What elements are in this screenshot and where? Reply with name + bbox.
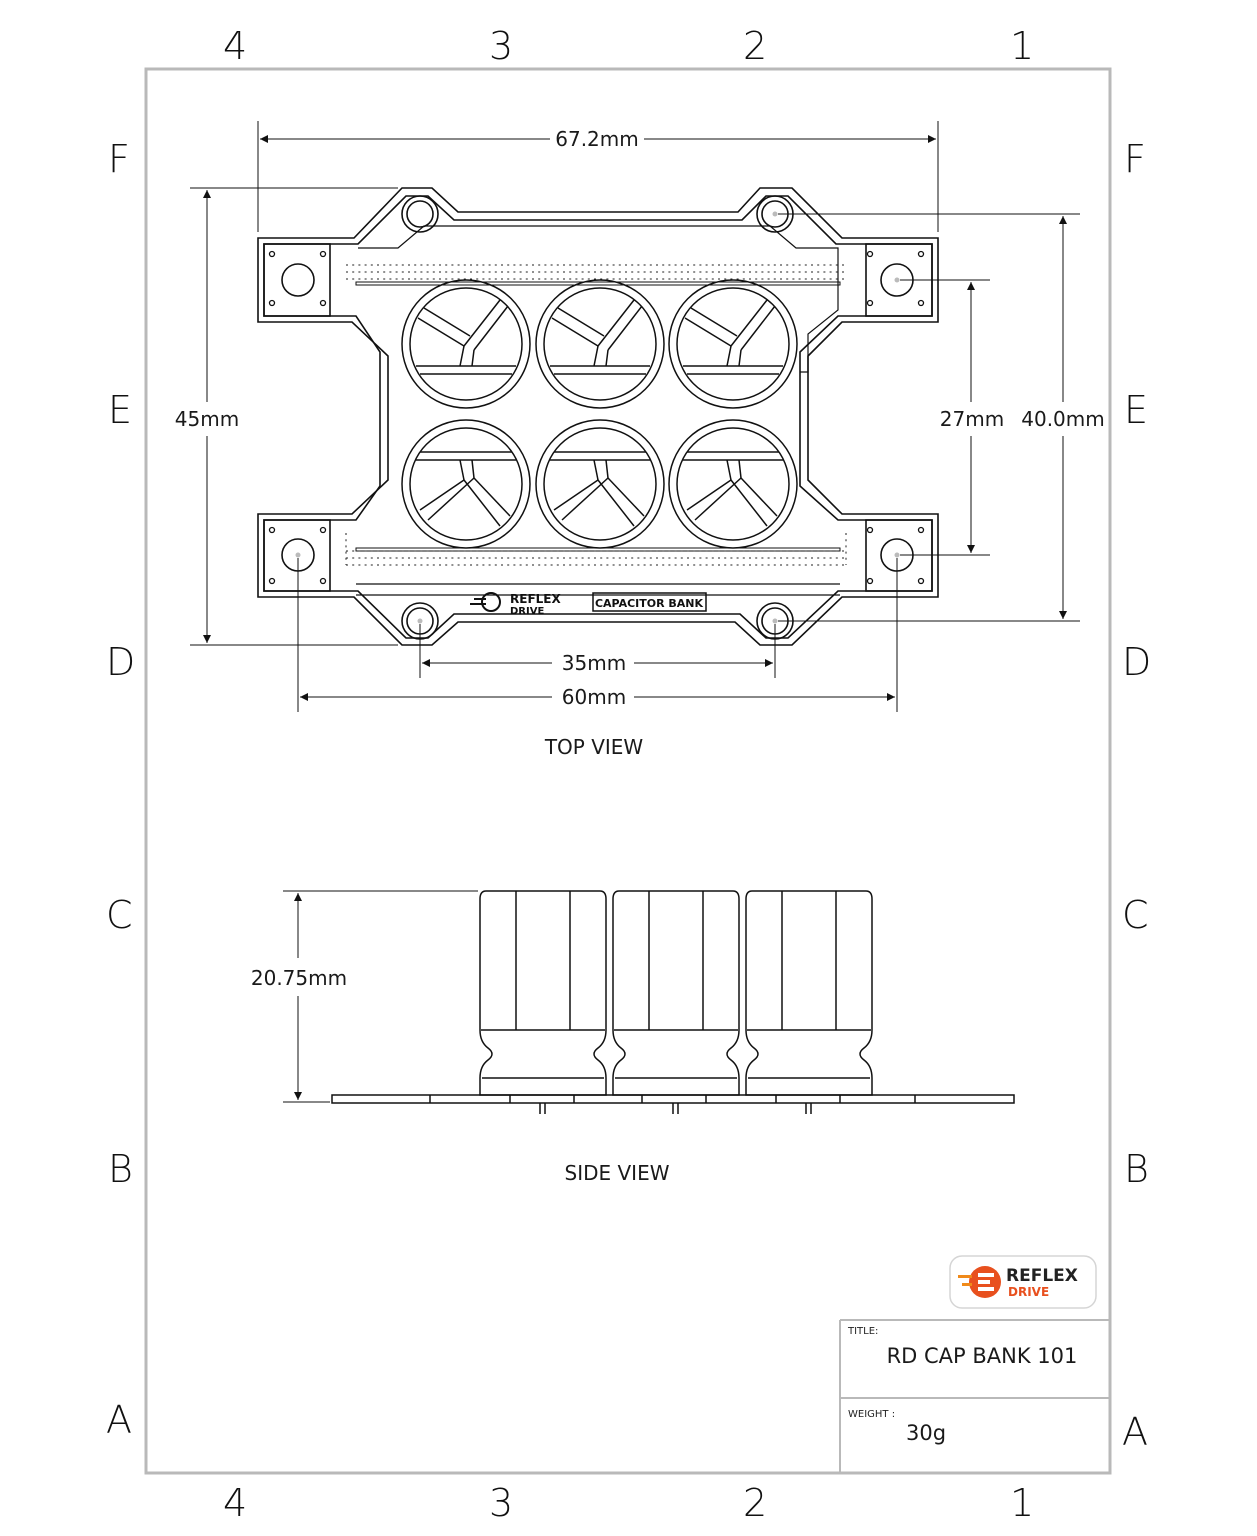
dim-overall-height	[190, 187, 398, 646]
dim-overall-height-label: 45mm	[175, 407, 239, 431]
side-view-assembly	[331, 1094, 1015, 1114]
top-view-label: TOP VIEW	[544, 735, 644, 759]
hole-centers	[295, 211, 900, 624]
title-label: TITLE:	[847, 1326, 878, 1337]
dim-inner-hole-spacing	[419, 624, 776, 678]
small-pads	[268, 250, 925, 585]
capacitor-top-2	[535, 279, 665, 409]
zone-row-a-left: A	[106, 1398, 132, 1442]
capacitor-top-1	[401, 279, 531, 409]
zone-col-2-top: 2	[743, 24, 768, 68]
zone-col-3-bottom: 3	[489, 1481, 514, 1525]
capacitor-top-5	[535, 419, 665, 549]
zone-col-1-bottom: 1	[1010, 1481, 1035, 1525]
zone-row-a-right: A	[1122, 1410, 1148, 1454]
capacitor-top-4	[401, 419, 531, 549]
dim-hole-row-height-label: 27mm	[940, 407, 1004, 431]
dim-overall-width-label: 67.2mm	[555, 127, 639, 151]
zone-row-d-right: D	[1122, 640, 1152, 684]
board-logo-line2: DRIVE	[510, 606, 544, 617]
dim-inner-hole-spacing-label: 35mm	[562, 651, 626, 675]
capacitor-tops	[401, 279, 798, 549]
mounting-holes	[281, 195, 914, 640]
dim-outer-hole-spacing-label: 60mm	[562, 685, 626, 709]
zone-col-2-bottom: 2	[743, 1481, 768, 1525]
zone-col-4-top: 4	[223, 24, 248, 68]
board-marking-text: CAPACITOR BANK	[595, 597, 704, 610]
board-marking-box	[592, 592, 707, 612]
zone-row-d-left: D	[106, 640, 136, 684]
dim-hole-row-height	[900, 279, 990, 556]
zone-col-3-top: 3	[489, 24, 514, 68]
capacitor-top-6	[668, 419, 798, 549]
zone-row-f-right: F	[1124, 137, 1146, 181]
zone-col-4-bottom: 4	[223, 1481, 248, 1525]
dim-side-height	[283, 890, 478, 1103]
top-view-board	[257, 187, 939, 646]
brand-logo: REFLEX DRIVE	[949, 1255, 1097, 1309]
side-capacitor-2	[612, 890, 740, 1096]
dim-outer-hole-spacing	[297, 558, 898, 712]
zone-row-c-right: C	[1122, 893, 1149, 937]
zone-row-c-left: C	[106, 893, 133, 937]
zone-row-b-left: B	[108, 1147, 133, 1191]
dim-side-height-label: 20.75mm	[251, 966, 347, 990]
sheet-border	[144, 67, 1112, 1475]
zone-row-e-right: E	[1124, 388, 1149, 432]
side-view-label: SIDE VIEW	[565, 1161, 670, 1185]
title-block	[839, 1319, 1110, 1473]
side-capacitor-1	[479, 890, 607, 1096]
brand-logo-line2: DRIVE	[1008, 1285, 1049, 1299]
zone-row-f-left: F	[108, 137, 130, 181]
title-value: RD CAP BANK 101	[887, 1344, 1078, 1368]
weight-label: WEIGHT :	[848, 1409, 895, 1420]
side-capacitor-3	[745, 890, 873, 1096]
zone-row-b-right: B	[1124, 1147, 1149, 1191]
dim-mount-height	[778, 213, 1080, 622]
zone-row-e-left: E	[108, 388, 133, 432]
zone-col-1-top: 1	[1010, 24, 1035, 68]
board-silkscreen-logo: REFLEX DRIVE	[470, 592, 561, 617]
dim-overall-width	[257, 121, 939, 232]
dim-mount-height-label: 40.0mm	[1021, 407, 1105, 431]
weight-value: 30g	[906, 1421, 946, 1445]
board-logo-line1: REFLEX	[510, 592, 561, 606]
brand-logo-line1: REFLEX	[1006, 1266, 1078, 1286]
capacitor-top-3	[668, 279, 798, 409]
via-array	[345, 264, 847, 566]
